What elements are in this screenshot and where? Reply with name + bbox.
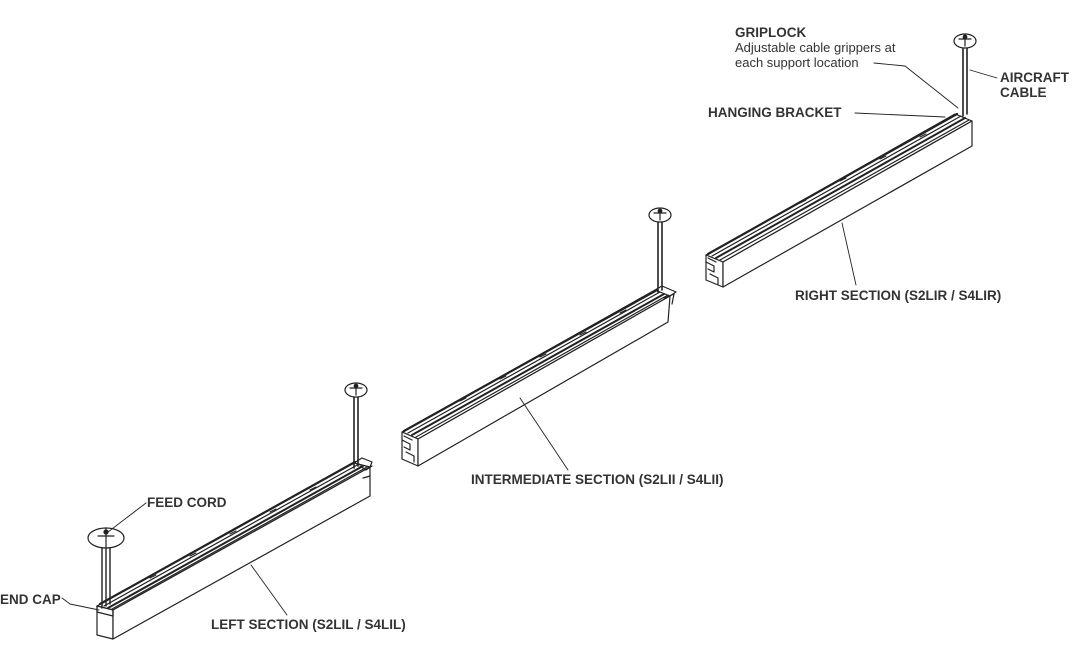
end-cap-label: END CAP <box>0 592 61 607</box>
right-section-fixture <box>705 112 973 288</box>
intermediate-cable-canopy <box>648 207 672 293</box>
griplock-label: GRIPLOCK <box>735 25 807 40</box>
griplock-description-line-2: each support location <box>735 55 859 70</box>
griplock-description-line-1: Adjustable cable grippers at <box>735 40 896 55</box>
hanging-bracket-label: HANGING BRACKET <box>708 105 842 120</box>
feed-cord-label: FEED CORD <box>147 495 227 510</box>
right-section-label: RIGHT SECTION (S2LIR / S4LIR) <box>795 288 1002 303</box>
leader-lines <box>61 62 998 616</box>
intermediate-section-fixture <box>401 285 677 467</box>
aircraft-cable-label-line-1: AIRCRAFT <box>1000 70 1069 85</box>
left-section-label: LEFT SECTION (S2LIL / S4LIL) <box>211 617 406 632</box>
left-section-fixture <box>96 457 373 640</box>
aircraft-cable-label-line-2: CABLE <box>1000 85 1047 100</box>
left-cable-canopy <box>344 382 368 469</box>
intermediate-section-label: INTERMEDIATE SECTION (S2LII / S4LII) <box>471 472 724 487</box>
right-cable-canopy <box>953 33 977 117</box>
